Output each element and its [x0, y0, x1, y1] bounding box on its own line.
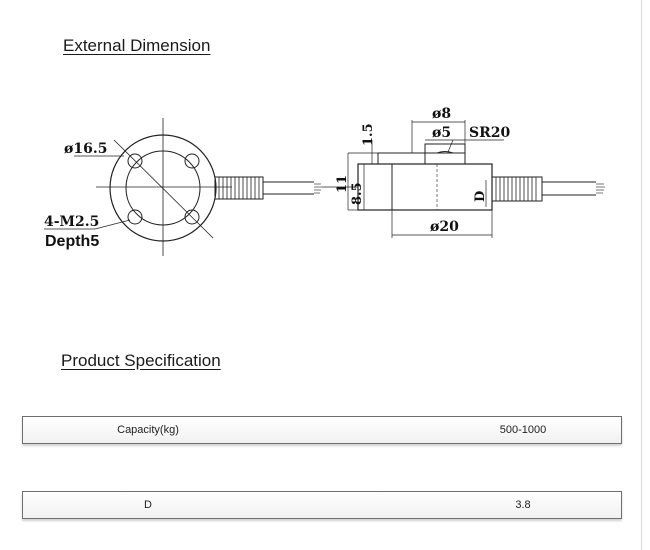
- sphere-radius-label: SR20: [469, 125, 510, 141]
- spec-value: 3.8: [515, 499, 531, 511]
- side-view: ø8 ø5 SR20 ø20 1.5 11 8.5 D: [322, 106, 605, 238]
- spec-label: D: [144, 499, 152, 511]
- spec-label: Capacity(kg): [117, 424, 179, 436]
- product-specification-heading: Product Specification: [61, 351, 221, 370]
- spec-row-d: D 3.8: [22, 491, 622, 519]
- external-dimension-heading: External Dimension: [63, 36, 211, 55]
- boss-height-label: 1.5: [361, 123, 376, 146]
- page-edge-rule: [641, 0, 642, 550]
- depth-label: Depth5: [45, 233, 99, 250]
- outer-dia-label: ø20: [430, 219, 459, 235]
- dimension-drawing: ø16.5 4-M2.5 Depth5: [44, 106, 605, 256]
- d-dimension-label: D: [473, 191, 488, 202]
- bolt-circle-label: ø16.5: [64, 141, 107, 157]
- boss-dia-label: ø8: [432, 106, 451, 122]
- spec-value: 500-1000: [499, 424, 547, 436]
- total-height-label: 11: [335, 175, 350, 193]
- body-height-label: 8.5: [350, 182, 365, 205]
- thread-label: 4-M2.5: [44, 214, 99, 230]
- front-view: ø16.5 4-M2.5 Depth5: [44, 118, 322, 256]
- spec-row-capacity: Capacity(kg) 500-1000: [22, 416, 622, 444]
- tip-dia-label: ø5: [432, 125, 451, 141]
